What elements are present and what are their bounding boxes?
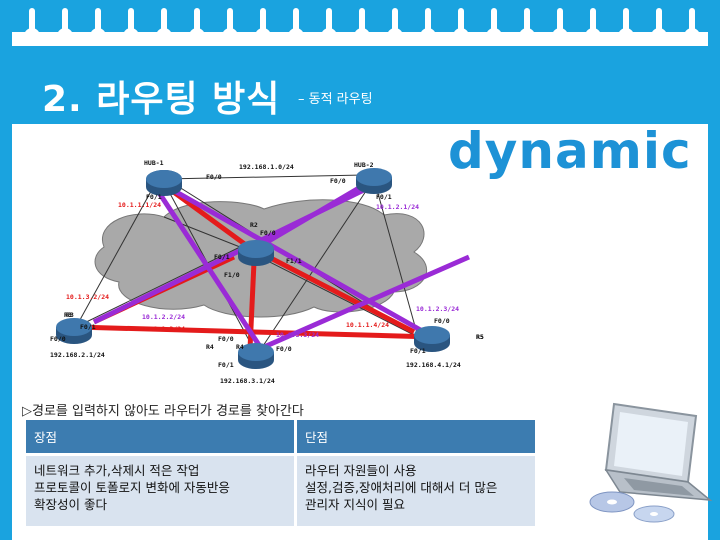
label-0-5: F0/1	[376, 193, 392, 201]
label-ip-8: 192.168.2.1/24	[50, 351, 105, 359]
label-0-8: F0/1	[214, 253, 230, 261]
label-0-10: F1/1	[286, 257, 302, 265]
router-r4	[238, 343, 274, 369]
router-hub-2	[356, 168, 392, 194]
router-r3	[56, 318, 92, 344]
label-ip-3: 10.1.3.2/24	[66, 293, 109, 301]
label-0-15: F0/1	[80, 323, 96, 331]
label-hub-1: HUB-1	[144, 159, 164, 167]
label-0-9: F1/0	[224, 271, 240, 279]
label-0-2: F0/0	[330, 177, 346, 185]
label-r3: R3	[66, 311, 74, 319]
dynamic-keyword: dynamic	[448, 122, 692, 180]
title-band	[12, 46, 708, 124]
triangle-bullet-icon: ▷	[22, 404, 32, 419]
advantage-line: 확장성이 좋다	[34, 497, 107, 512]
label-0-27: F0/1	[218, 361, 234, 369]
label-r4-name: R4	[206, 343, 214, 351]
label-0-17: F0/0	[218, 335, 234, 343]
disadvantage-line: 설정,검증,장애처리에 대해서 더 많은	[305, 480, 498, 495]
caption-text: 경로를 입력하지 않아도 라우터가 경로를 찾아간다	[32, 404, 304, 419]
network-diagram: HUB-1 HUB-2 R2 R3 R4 R5 192.168.1.0/24 F…	[14, 127, 696, 387]
router-r5	[414, 326, 450, 352]
label-ip-9: 10.1.3.3/24	[276, 331, 319, 339]
label-ip-6: 10.1.1.3/24	[142, 325, 185, 333]
label-0-19: F0/0	[434, 317, 450, 325]
laptop-illustration	[589, 402, 713, 523]
label-0-26: F0/0	[276, 345, 292, 353]
router-r2	[238, 240, 274, 266]
advantages-cell: 네트워크 추가,삭제시 적은 작업 프로토콜이 토폴로지 변화에 자동반응 확장…	[26, 453, 297, 526]
label-r5: R5	[476, 333, 484, 341]
label-ip-7: 10.1.1.4/24	[346, 321, 389, 329]
label-net-1: 192.168.1.0/24	[239, 163, 294, 171]
label-hub-2: HUB-2	[354, 161, 374, 169]
label-r5-name: R5	[476, 333, 484, 341]
label-ip-11: 192.168.4.1/24	[406, 361, 461, 369]
comparison-table: 장점 단점 네트워크 추가,삭제시 적은 작업 프로토콜이 토폴로지 변화에 자…	[26, 420, 538, 526]
disadvantages-cell: 라우터 자원들이 사용 설정,검증,장애처리에 대해서 더 많은 관리자 지식이…	[297, 453, 538, 526]
label-0-7: F0/0	[260, 229, 276, 237]
label-r4: R4	[236, 343, 244, 351]
label-ip-5: 10.1.2.3/24	[416, 305, 459, 313]
disadvantage-line: 라우터 자원들이 사용	[305, 463, 417, 478]
caption: ▷경로를 입력하지 않아도 라우터가 경로를 찾아간다	[22, 400, 304, 419]
advantage-line: 네트워크 추가,삭제시 적은 작업	[34, 463, 200, 478]
label-ip-2: 10.1.2.1/24	[376, 203, 419, 211]
header-disadvantages: 단점	[297, 420, 538, 453]
router-hub-1	[146, 170, 182, 196]
label-r2: R2	[250, 221, 258, 229]
label-ip-1: 10.1.1.1/24	[118, 201, 161, 209]
label-0-1: F0/0	[206, 173, 222, 181]
label-r3-name: R3	[64, 311, 72, 319]
page-title: 2. 라우팅 방식	[42, 79, 281, 120]
page-subtitle: – 동적 라우팅	[298, 92, 373, 107]
label-0-3: F0/1	[146, 193, 162, 201]
label-0-22: F0/0	[50, 335, 66, 343]
advantage-line: 프로토콜이 토폴로지 변화에 자동반응	[34, 480, 230, 495]
disadvantage-line: 관리자 지식이 필요	[305, 497, 405, 512]
label-ip-4: 10.1.2.2/24	[142, 313, 185, 321]
label-0-20: F0/1	[410, 347, 426, 355]
label-ip-10: 192.168.3.1/24	[220, 377, 275, 385]
header-advantages: 장점	[26, 420, 297, 453]
